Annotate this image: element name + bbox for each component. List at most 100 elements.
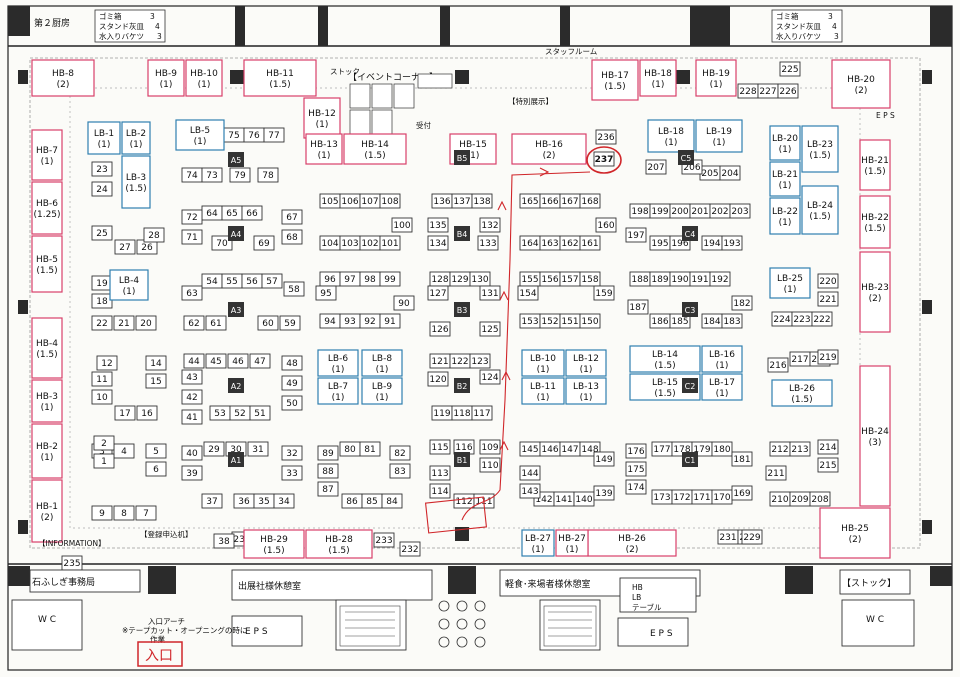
table-booth-167[interactable]: 167 <box>559 193 581 209</box>
lb-booth-lb-7[interactable]: LB-7(1) <box>317 377 359 405</box>
table-booth-183[interactable]: 183 <box>721 313 743 329</box>
table-booth-66[interactable]: 66 <box>241 205 263 221</box>
table-booth-163[interactable]: 163 <box>539 235 561 251</box>
table-booth-63[interactable]: 63 <box>181 285 203 301</box>
table-booth-155[interactable]: 155 <box>519 271 541 287</box>
table-booth-97[interactable]: 97 <box>339 271 361 287</box>
table-booth-104[interactable]: 104 <box>319 235 341 251</box>
table-booth-123[interactable]: 123 <box>469 353 491 369</box>
hb-booth-hb-16[interactable]: HB-16(2) <box>511 133 587 165</box>
lb-booth-lb-13[interactable]: LB-13(1) <box>565 377 607 405</box>
table-booth-215[interactable]: 215 <box>817 457 839 473</box>
table-booth-236[interactable]: 236 <box>595 129 617 145</box>
hb-booth-hb-5[interactable]: HB-5(1.5) <box>31 235 63 293</box>
table-booth-211[interactable]: 211 <box>765 465 787 481</box>
table-booth-159[interactable]: 159 <box>593 285 615 301</box>
table-booth-9[interactable]: 9 <box>91 505 113 521</box>
table-booth-20[interactable]: 20 <box>135 315 157 331</box>
hb-booth-hb-13[interactable]: HB-13(1) <box>305 133 343 165</box>
table-booth-175[interactable]: 175 <box>625 461 647 477</box>
table-booth-25[interactable]: 25 <box>91 225 113 241</box>
table-booth-189[interactable]: 189 <box>649 271 671 287</box>
lb-booth-lb-26[interactable]: LB-26(1.5) <box>771 379 833 407</box>
table-booth-73[interactable]: 73 <box>201 167 223 183</box>
table-booth-180[interactable]: 180 <box>711 441 733 457</box>
table-booth-39[interactable]: 39 <box>181 465 203 481</box>
table-booth-141[interactable]: 141 <box>553 491 575 507</box>
table-booth-70[interactable]: 70 <box>211 235 233 251</box>
hb-booth-hb-14[interactable]: HB-14(1.5) <box>343 133 407 165</box>
hb-booth-hb-25[interactable]: HB-25(2) <box>819 507 891 559</box>
table-booth-60[interactable]: 60 <box>257 315 279 331</box>
table-booth-122[interactable]: 122 <box>449 353 471 369</box>
table-booth-212[interactable]: 212 <box>769 441 791 457</box>
table-booth-49[interactable]: 49 <box>281 375 303 391</box>
table-booth-108[interactable]: 108 <box>379 193 401 209</box>
table-booth-27[interactable]: 27 <box>114 239 136 255</box>
table-booth-157[interactable]: 157 <box>559 271 581 287</box>
table-booth-158[interactable]: 158 <box>579 271 601 287</box>
table-booth-107[interactable]: 107 <box>359 193 381 209</box>
hb-booth-hb-27[interactable]: HB-27(1) <box>555 529 589 557</box>
table-booth-82[interactable]: 82 <box>389 445 411 461</box>
table-booth-147[interactable]: 147 <box>559 441 581 457</box>
table-booth-171[interactable]: 171 <box>691 489 713 505</box>
table-booth-193[interactable]: 193 <box>721 235 743 251</box>
table-booth-232[interactable]: 232 <box>399 541 421 557</box>
table-booth-31[interactable]: 31 <box>247 441 269 457</box>
hb-booth-hb-1[interactable]: HB-1(2) <box>31 479 63 543</box>
table-booth-109[interactable]: 109 <box>479 439 501 455</box>
table-booth-119[interactable]: 119 <box>431 405 453 421</box>
hb-booth-hb-12[interactable]: HB-12(1) <box>303 97 341 139</box>
table-booth-219[interactable]: 219 <box>817 349 839 365</box>
table-booth-61[interactable]: 61 <box>205 315 227 331</box>
lb-booth-lb-27[interactable]: LB-27(1) <box>521 529 555 557</box>
table-booth-74[interactable]: 74 <box>181 167 203 183</box>
hb-booth-hb-23[interactable]: HB-23(2) <box>859 251 891 333</box>
table-booth-128[interactable]: 128 <box>429 271 451 287</box>
table-booth-176[interactable]: 176 <box>625 443 647 459</box>
lb-booth-lb-11[interactable]: LB-11(1) <box>521 377 565 405</box>
table-booth-81[interactable]: 81 <box>359 441 381 457</box>
table-booth-8[interactable]: 8 <box>113 505 135 521</box>
hb-booth-hb-20[interactable]: HB-20(2) <box>831 59 891 109</box>
table-booth-191[interactable]: 191 <box>689 271 711 287</box>
table-booth-169[interactable]: 169 <box>731 485 753 501</box>
table-booth-6[interactable]: 6 <box>145 461 167 477</box>
table-booth-174[interactable]: 174 <box>625 479 647 495</box>
table-booth-138[interactable]: 138 <box>471 193 493 209</box>
table-booth-12[interactable]: 12 <box>96 355 118 371</box>
table-booth-16[interactable]: 16 <box>136 405 158 421</box>
table-booth-124[interactable]: 124 <box>479 369 501 385</box>
table-booth-139[interactable]: 139 <box>593 485 615 501</box>
table-booth-129[interactable]: 129 <box>449 271 471 287</box>
table-booth-50[interactable]: 50 <box>281 395 303 411</box>
hb-booth-hb-8[interactable]: HB-8(2) <box>31 59 95 97</box>
table-booth-214[interactable]: 214 <box>817 439 839 455</box>
table-booth-84[interactable]: 84 <box>381 493 403 509</box>
table-booth-152[interactable]: 152 <box>539 313 561 329</box>
table-booth-36[interactable]: 36 <box>233 493 255 509</box>
lb-booth-lb-22[interactable]: LB-22(1) <box>769 197 801 235</box>
table-booth-146[interactable]: 146 <box>539 441 561 457</box>
table-booth-103[interactable]: 103 <box>339 235 361 251</box>
table-booth-56[interactable]: 56 <box>241 273 263 289</box>
table-booth-93[interactable]: 93 <box>339 313 361 329</box>
table-booth-112[interactable]: 112 <box>453 493 475 509</box>
table-booth-17[interactable]: 17 <box>114 405 136 421</box>
table-booth-132[interactable]: 132 <box>479 217 501 233</box>
table-booth-133[interactable]: 133 <box>477 235 499 251</box>
table-booth-59[interactable]: 59 <box>279 315 301 331</box>
hb-booth-hb-26[interactable]: HB-26(2) <box>587 529 677 557</box>
table-booth-213[interactable]: 213 <box>789 441 811 457</box>
table-booth-22[interactable]: 22 <box>91 315 113 331</box>
table-booth-186[interactable]: 186 <box>649 313 671 329</box>
table-booth-185[interactable]: 185 <box>669 313 691 329</box>
table-booth-23[interactable]: 23 <box>91 161 113 177</box>
hb-booth-hb-29[interactable]: HB-29(1.5) <box>243 529 305 559</box>
table-booth-98[interactable]: 98 <box>359 271 381 287</box>
hb-booth-hb-4[interactable]: HB-4(1.5) <box>31 317 63 379</box>
table-booth-54[interactable]: 54 <box>201 273 223 289</box>
table-booth-217[interactable]: 217 <box>789 351 811 367</box>
table-booth-34[interactable]: 34 <box>273 493 295 509</box>
